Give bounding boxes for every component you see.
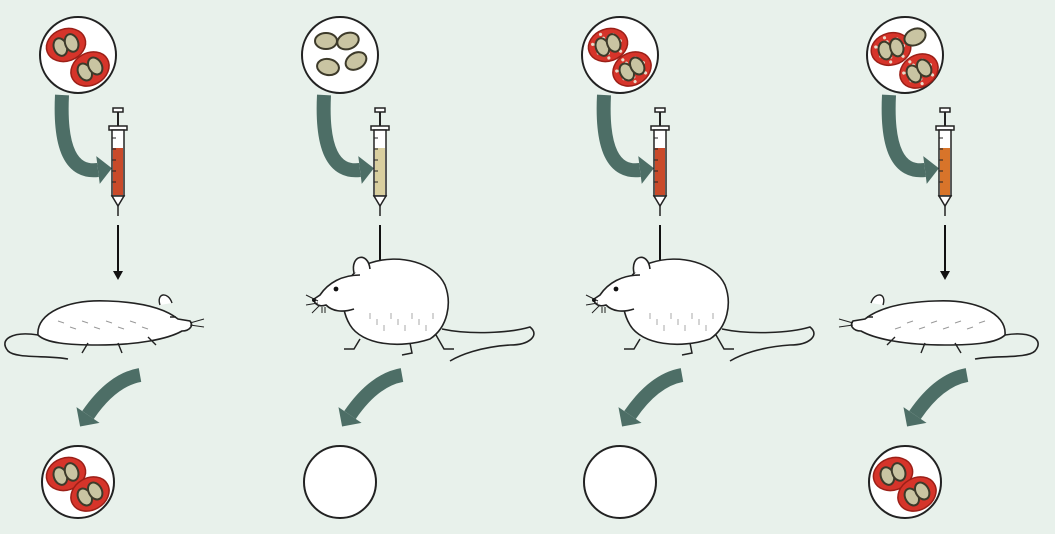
result-circle	[868, 445, 942, 519]
experiment-column-3	[581, 16, 815, 519]
down-arrow-icon	[940, 225, 950, 280]
result-arrow-icon	[618, 368, 684, 427]
syringe-fluid	[375, 148, 385, 195]
unencapsulated-bacterium	[344, 51, 368, 71]
result-arrow-icon	[338, 368, 404, 427]
result-circle-outline	[303, 445, 377, 519]
sample-circle	[581, 16, 659, 94]
injection-arrow-icon	[596, 94, 654, 184]
syringe-fluid	[940, 148, 950, 195]
encapsulated-bacterium	[870, 31, 912, 67]
result-circle-outline	[583, 445, 657, 519]
sample-circle	[39, 16, 117, 94]
encapsulated-bacterium	[45, 456, 87, 492]
sample-circle	[866, 16, 944, 94]
live-mouse	[585, 256, 815, 362]
encapsulated-bacterium	[899, 53, 939, 89]
unencapsulated-bacterium	[903, 27, 927, 47]
injection-arrow-icon	[881, 94, 939, 184]
result-circle	[303, 445, 377, 519]
syringe-fluid	[113, 148, 123, 195]
down-arrow-icon	[113, 225, 123, 280]
encapsulated-bacterium	[612, 51, 652, 87]
experiment-column-1	[4, 16, 205, 519]
injection-arrow-icon	[316, 94, 374, 184]
syringe-fluid	[655, 148, 665, 195]
live-mouse	[305, 256, 535, 362]
unencapsulated-bacterium	[316, 57, 340, 77]
injection-arrow-icon	[54, 94, 112, 184]
encapsulated-bacterium	[45, 27, 87, 63]
unencapsulated-bacterium	[314, 32, 338, 50]
result-arrow-icon	[76, 368, 142, 427]
syringe	[108, 107, 128, 216]
result-arrow-icon	[903, 368, 969, 427]
encapsulated-bacterium	[70, 476, 110, 512]
result-circle	[583, 445, 657, 519]
syringe	[370, 107, 390, 216]
encapsulated-bacterium	[897, 476, 937, 512]
unencapsulated-bacterium	[336, 31, 360, 51]
result-circle	[41, 445, 115, 519]
syringe	[650, 107, 670, 216]
dead-mouse	[4, 294, 205, 360]
sample-circle	[301, 16, 379, 94]
experiment-column-2	[301, 16, 535, 519]
encapsulated-bacterium	[587, 27, 629, 63]
encapsulated-bacterium	[872, 456, 914, 492]
dead-mouse	[838, 294, 1039, 360]
encapsulated-bacterium	[70, 51, 110, 87]
sample-circle-outline	[301, 16, 379, 94]
experiment-column-4	[838, 16, 1039, 519]
syringe	[935, 107, 955, 216]
